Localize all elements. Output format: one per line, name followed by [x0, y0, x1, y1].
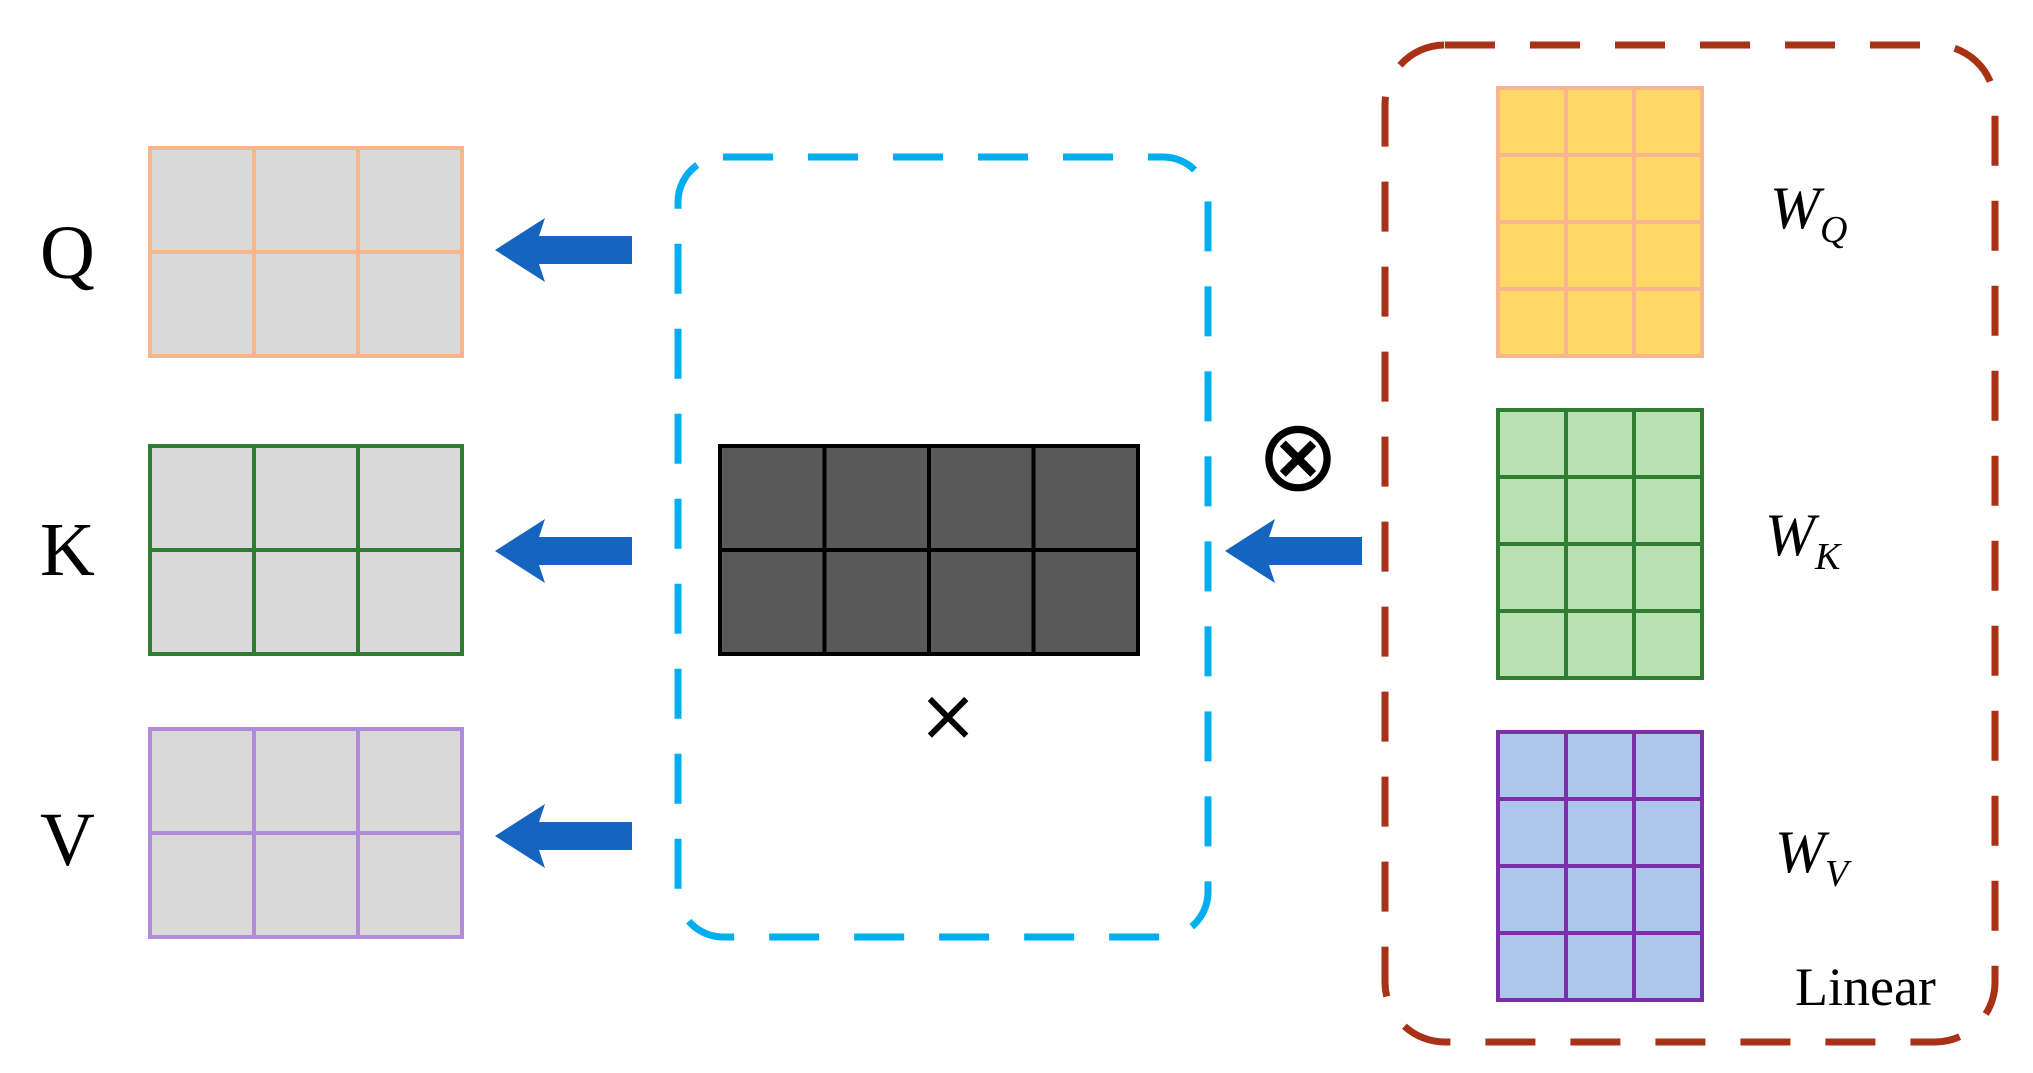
input-multiply-symbol: ×: [918, 673, 978, 757]
weight-q-cell: [1496, 287, 1568, 358]
input-cell: [927, 444, 1036, 552]
weight-q-cell: [1496, 220, 1568, 291]
tensor-product-symbol: ⊗: [1256, 397, 1340, 514]
weight-v-cell: [1496, 931, 1568, 1002]
output-k-cell: [252, 548, 360, 656]
arrow-shape: [495, 218, 632, 282]
weight-v-cell: [1496, 797, 1568, 868]
weight-q-label: WQ: [1770, 175, 1847, 251]
output-k-cell: [148, 444, 256, 552]
linear-dashed-box: [1381, 41, 1999, 1046]
arrow-shape: [1225, 519, 1362, 583]
weight-k-cell: [1632, 609, 1704, 680]
weight-v-cell: [1632, 864, 1704, 935]
svg-text:WV: WV: [1775, 819, 1852, 895]
weight-q-cell: [1632, 86, 1704, 157]
weight-k-matrix: [1496, 408, 1704, 680]
output-q-cell: [356, 146, 464, 254]
weight-q-cell: [1496, 86, 1568, 157]
output-q-label: Q: [40, 211, 95, 295]
weight-k-cell: [1496, 475, 1568, 546]
output-q-cell: [252, 146, 360, 254]
output-q-cell: [356, 250, 464, 358]
weight-k-label: WK: [1765, 502, 1842, 578]
arrow-shape: [495, 519, 632, 583]
output-v-matrix: [148, 727, 464, 939]
input-cell: [1031, 444, 1140, 552]
output-v-cell: [356, 727, 464, 835]
arrow-from-linear: [1225, 519, 1362, 583]
arrow-to-k: [495, 519, 632, 583]
weight-v-cell: [1564, 931, 1636, 1002]
output-k-cell: [252, 444, 360, 552]
weight-q-cell: [1564, 220, 1636, 291]
output-q-matrix: [148, 146, 464, 358]
output-v-cell: [356, 831, 464, 939]
output-v-cell: [148, 727, 256, 835]
output-q-group: Q: [40, 146, 464, 358]
input-cell: [1031, 548, 1140, 656]
weight-k-cell: [1632, 408, 1704, 479]
weight-v-cell: [1632, 931, 1704, 1002]
output-v-cell: [148, 831, 256, 939]
output-k-cell: [356, 444, 464, 552]
weight-q-cell: [1632, 287, 1704, 358]
output-k-cell: [148, 548, 256, 656]
weight-v-cell: [1496, 864, 1568, 935]
weight-q-cell: [1632, 220, 1704, 291]
weight-v-matrix: [1496, 730, 1704, 1002]
weight-v-cell: [1564, 797, 1636, 868]
weight-v-cell: [1632, 730, 1704, 801]
output-q-cell: [148, 146, 256, 254]
input-dashed-box: [674, 153, 1212, 941]
output-v-group: V: [40, 727, 464, 939]
input-matrix: [718, 444, 1140, 656]
arrow-to-q: [495, 218, 632, 282]
weight-v-cell: [1496, 730, 1568, 801]
output-v-cell: [252, 831, 360, 939]
arrow-to-v: [495, 804, 632, 868]
weight-q-matrix: [1496, 86, 1704, 358]
weight-q-cell: [1564, 287, 1636, 358]
weight-k-cell: [1632, 542, 1704, 613]
output-k-group: K: [40, 444, 464, 656]
input-cell: [822, 444, 931, 552]
output-k-cell: [356, 548, 464, 656]
weight-k-cell: [1496, 542, 1568, 613]
weight-k-cell: [1564, 408, 1636, 479]
weight-v-label: WV: [1775, 819, 1852, 895]
arrow-shape: [495, 804, 632, 868]
weight-q-cell: [1496, 153, 1568, 224]
weight-v-cell: [1564, 730, 1636, 801]
weight-k-cell: [1564, 475, 1636, 546]
weight-v-cell: [1632, 797, 1704, 868]
output-q-cell: [148, 250, 256, 358]
weight-q-cell: [1564, 153, 1636, 224]
svg-text:WK: WK: [1765, 502, 1842, 578]
weight-k-cell: [1632, 475, 1704, 546]
weight-q-cell: [1564, 86, 1636, 157]
output-v-label: V: [40, 798, 95, 882]
input-cell: [822, 548, 931, 656]
weight-k-cell: [1496, 408, 1568, 479]
weight-q-cell: [1632, 153, 1704, 224]
weight-k-cell: [1564, 609, 1636, 680]
weight-k-cell: [1496, 609, 1568, 680]
svg-text:WQ: WQ: [1770, 175, 1847, 251]
input-cell: [927, 548, 1036, 656]
output-v-cell: [252, 727, 360, 835]
input-cell: [718, 444, 827, 552]
output-k-matrix: [148, 444, 464, 656]
linear-label: Linear: [1795, 957, 1936, 1017]
input-cell: [718, 548, 827, 656]
output-q-cell: [252, 250, 360, 358]
weight-k-cell: [1564, 542, 1636, 613]
output-k-label: K: [40, 508, 95, 592]
weight-v-cell: [1564, 864, 1636, 935]
